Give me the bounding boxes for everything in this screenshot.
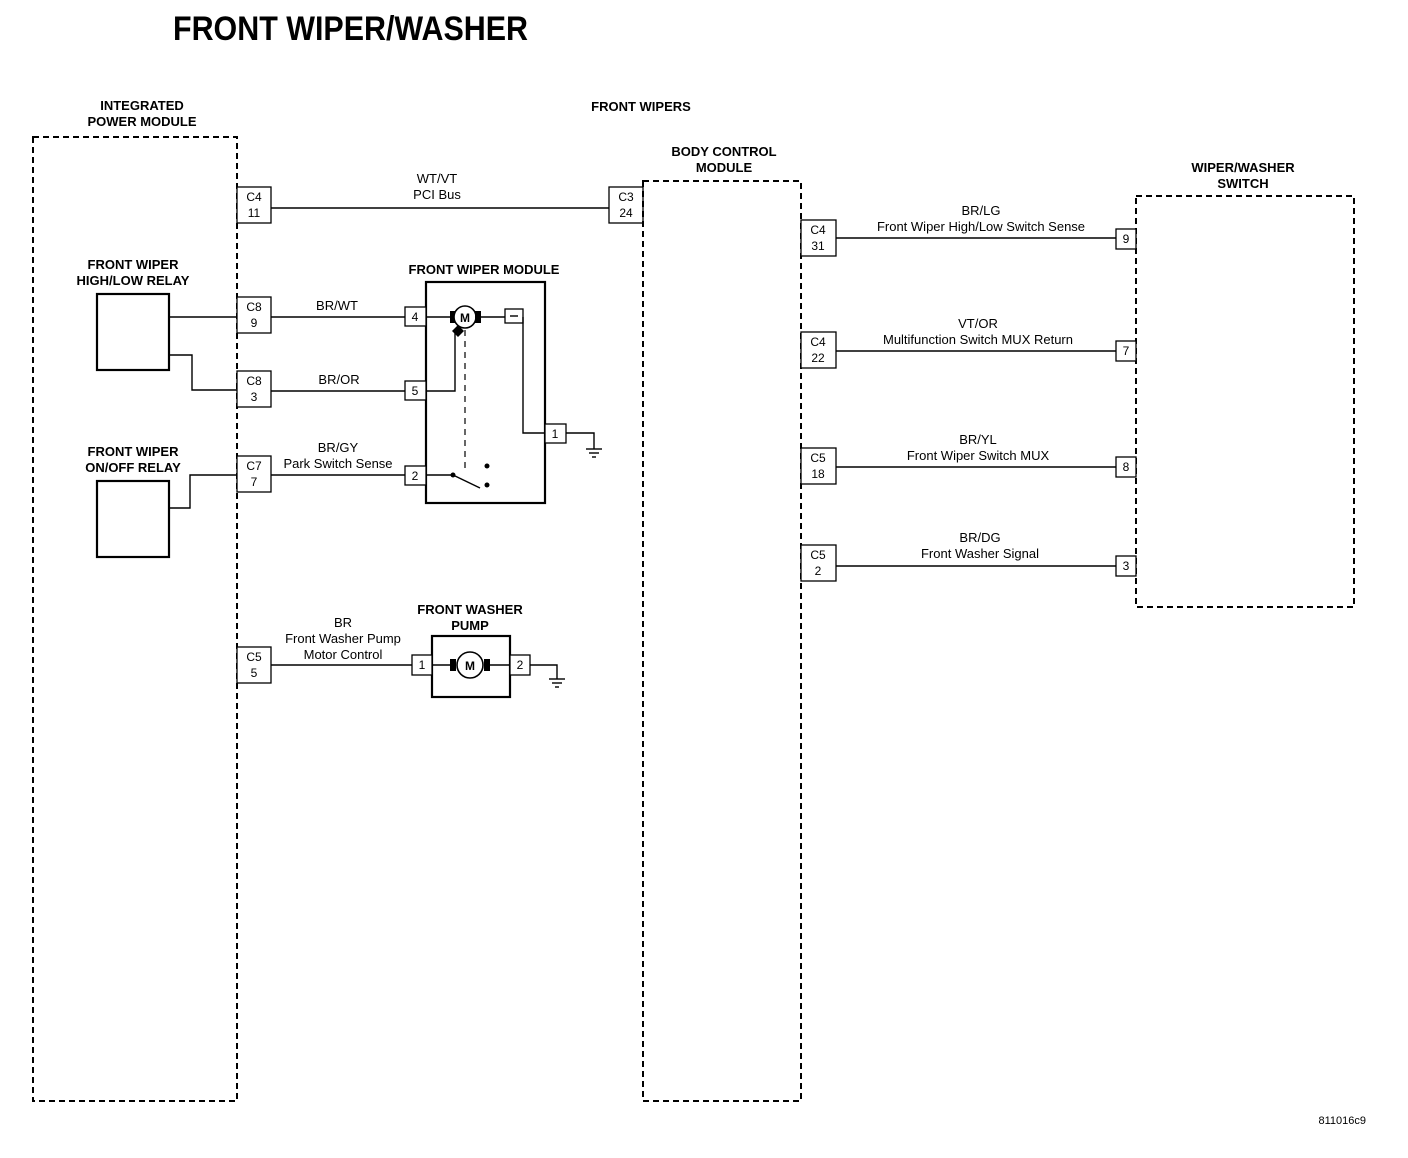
on-off-relay-label-line1: FRONT WIPER: [88, 444, 180, 459]
wire-name-label: Motor Control: [304, 647, 383, 662]
washer-pump-pin-1: 1: [419, 658, 426, 672]
connector-pin: 3: [251, 390, 258, 404]
wire-color-label: BR/OR: [318, 372, 359, 387]
integrated-power-module: INTEGRATED POWER MODULE: [32, 98, 238, 1102]
wire-name-label: Park Switch Sense: [283, 456, 392, 471]
wire-br: BR Front Washer Pump Motor Control: [271, 615, 412, 666]
wire-name-label: Front Washer Signal: [921, 546, 1039, 561]
washer-pump-pin-2: 2: [517, 658, 524, 672]
wire-color-label: BR/WT: [316, 298, 358, 313]
wire-vt-or: VT/OR Multifunction Switch MUX Return: [836, 316, 1116, 352]
on-off-relay-label-line2: ON/OFF RELAY: [85, 460, 181, 475]
connector-pin: 2: [815, 564, 822, 578]
wiper-motor-icon: M: [426, 305, 545, 470]
switch-pin-8: 8: [1123, 460, 1130, 474]
on-off-relay: FRONT WIPER ON/OFF RELAY: [85, 444, 237, 559]
ipm-connector-c5-5: C5 5: [236, 646, 272, 684]
wire-br-yl: BR/YL Front Wiper Switch MUX: [836, 432, 1116, 468]
connector-pin: 31: [811, 239, 825, 253]
connector-id: C4: [810, 223, 826, 237]
wire-pci-bus: WT/VT PCI Bus: [271, 171, 609, 209]
switch-pin-3: 3: [1123, 559, 1130, 573]
motor-symbol: M: [460, 311, 470, 325]
wire-name-label: PCI Bus: [413, 187, 461, 202]
wire-br-gy: BR/GY Park Switch Sense: [271, 440, 405, 476]
body-control-module: BODY CONTROL MODULE: [642, 144, 802, 1102]
connector-id: C5: [810, 451, 826, 465]
connector-pin: 7: [251, 475, 258, 489]
ground-icon: [566, 432, 602, 458]
bcm-connector-c5-2: C5 2: [800, 544, 837, 582]
bcm-connector-c3-24: C3 24: [608, 186, 644, 224]
connector-id: C4: [810, 335, 826, 349]
wire-color-label: WT/VT: [417, 171, 457, 186]
high-low-relay: FRONT WIPER HIGH/LOW RELAY: [77, 257, 237, 391]
wiper-module-pin-2: 2: [412, 469, 419, 483]
wire-color-label: BR/DG: [959, 530, 1000, 545]
wire-br-or: BR/OR: [271, 372, 405, 392]
connector-id: C5: [810, 548, 826, 562]
connector-pin: 24: [619, 206, 633, 220]
wire-name-label: Front Wiper High/Low Switch Sense: [877, 219, 1085, 234]
wiper-module-label: FRONT WIPER MODULE: [409, 262, 560, 277]
front-wiper-module: FRONT WIPER MODULE 4 5 2 1 M: [404, 262, 602, 505]
ipm-connector-c8-3: C8 3: [236, 370, 272, 408]
connector-pin: 9: [251, 316, 258, 330]
wire-color-label: BR/LG: [961, 203, 1000, 218]
connector-id: C3: [618, 190, 634, 204]
connector-id: C5: [246, 650, 262, 664]
wire-br-wt: BR/WT: [271, 298, 405, 318]
wire-name-label: Multifunction Switch MUX Return: [883, 332, 1073, 347]
section-label: FRONT WIPERS: [591, 99, 691, 114]
ground-icon: [530, 664, 565, 688]
ipm-label-line2: POWER MODULE: [87, 114, 196, 129]
wire-color-label: BR: [334, 615, 352, 630]
washer-pump-label-line1: FRONT WASHER: [417, 602, 523, 617]
switch-label-line2: SWITCH: [1217, 176, 1268, 191]
switch-label-line1: WIPER/WASHER: [1191, 160, 1295, 175]
wire-name-label: Front Wiper Switch MUX: [907, 448, 1050, 463]
wire-br-dg: BR/DG Front Washer Signal: [836, 530, 1116, 567]
wire-color-label: BR/GY: [318, 440, 359, 455]
connector-pin: 18: [811, 467, 825, 481]
ipm-connector-c7-7: C7 7: [236, 455, 272, 493]
ipm-connector-c8-9: C8 9: [236, 296, 272, 334]
park-switch-icon: [426, 463, 490, 489]
bcm-connector-c4-31: C4 31: [800, 219, 837, 257]
wiper-washer-switch: WIPER/WASHER SWITCH 9 7 8 3: [1115, 160, 1355, 608]
bcm-label-line2: MODULE: [696, 160, 753, 175]
bcm-connector-c5-18: C5 18: [800, 447, 837, 485]
figure-id: 811016c9: [1318, 1115, 1366, 1127]
wire-br-lg: BR/LG Front Wiper High/Low Switch Sense: [836, 203, 1116, 239]
connector-id: C8: [246, 300, 262, 314]
ipm-connector-c4-11: C4 11: [236, 186, 272, 224]
connector-pin: 22: [811, 351, 825, 365]
bcm-label-line1: BODY CONTROL: [671, 144, 776, 159]
wiper-module-pin-5: 5: [412, 384, 419, 398]
hi-lo-relay-label-line2: HIGH/LOW RELAY: [77, 273, 190, 288]
wire-color-label: VT/OR: [958, 316, 998, 331]
wiper-module-pin-4: 4: [412, 310, 419, 324]
wire-name-label: Front Washer Pump: [285, 631, 401, 646]
connector-id: C4: [246, 190, 262, 204]
switch-pin-7: 7: [1123, 344, 1130, 358]
ipm-label-line1: INTEGRATED: [100, 98, 184, 113]
bcm-connector-c4-22: C4 22: [800, 331, 837, 369]
hi-lo-relay-label-line1: FRONT WIPER: [88, 257, 180, 272]
switch-pin-9: 9: [1123, 232, 1130, 246]
wiper-module-pin-1: 1: [552, 427, 559, 441]
diagram-title: FRONT WIPER/WASHER: [173, 10, 528, 48]
connector-pin: 5: [251, 666, 258, 680]
front-washer-pump: FRONT WASHER PUMP 1 2 M: [411, 602, 565, 699]
connector-id: C7: [246, 459, 262, 473]
motor-symbol: M: [465, 659, 475, 673]
washer-pump-label-line2: PUMP: [451, 618, 489, 633]
connector-pin: 11: [248, 206, 261, 220]
connector-id: C8: [246, 374, 262, 388]
washer-motor-icon: M: [432, 651, 510, 679]
wire-color-label: BR/YL: [959, 432, 997, 447]
